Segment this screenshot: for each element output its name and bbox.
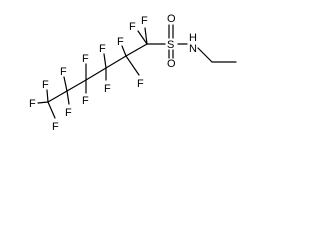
atom-labels: F F F F F F F F F F F F F S O O H N [29,13,197,133]
bonds [37,24,237,119]
bond-c4-c5 [66,79,87,92]
bond-c1-f-top [144,27,148,45]
bond-c6-f-left [37,101,49,104]
atom-f-c3-top: F [99,43,106,55]
bond-c3-f-top [103,53,107,69]
bond-c2-f-top [121,45,127,57]
bond-c3-c4 [85,67,107,81]
bond-c1-f-left [137,30,148,45]
atom-o-top: O [167,13,176,25]
atom-h: H [189,32,197,44]
bond-c5-f-bottom [66,90,70,105]
atom-f-c3-bottom: F [104,83,111,95]
atom-f-c4-bottom: F [82,95,89,107]
atom-f-c1-left: F [129,21,136,33]
structure-diagram: F F F F F F F F F F F F F S O O H N [29,13,237,133]
bond-c2-c3 [105,55,127,69]
atom-f-c5-bottom: F [65,107,72,119]
bond-c2-f-bottom [125,55,140,76]
atom-o-bottom: O [167,58,176,70]
bond-c6-f-top [46,89,49,103]
atom-s: S [167,39,174,51]
atom-f-c6-bottom: F [52,121,59,133]
bond-c6-f-bottom [47,101,56,119]
atom-f-c2-top: F [117,36,124,48]
atom-f-c6-left: F [29,98,36,110]
bond-c5-f-top [63,76,68,92]
atom-n: N [189,43,197,55]
atom-f-c4-top: F [82,53,89,65]
atom-f-c1-top: F [141,15,148,27]
bond-c5-c6 [47,90,68,103]
bond-c1-c2 [125,43,148,57]
atom-f-c5-top: F [60,66,67,78]
bond-n-ch2 [197,47,213,63]
atom-f-c2-bottom: F [137,78,144,90]
atom-f-c6-top: F [42,79,49,91]
